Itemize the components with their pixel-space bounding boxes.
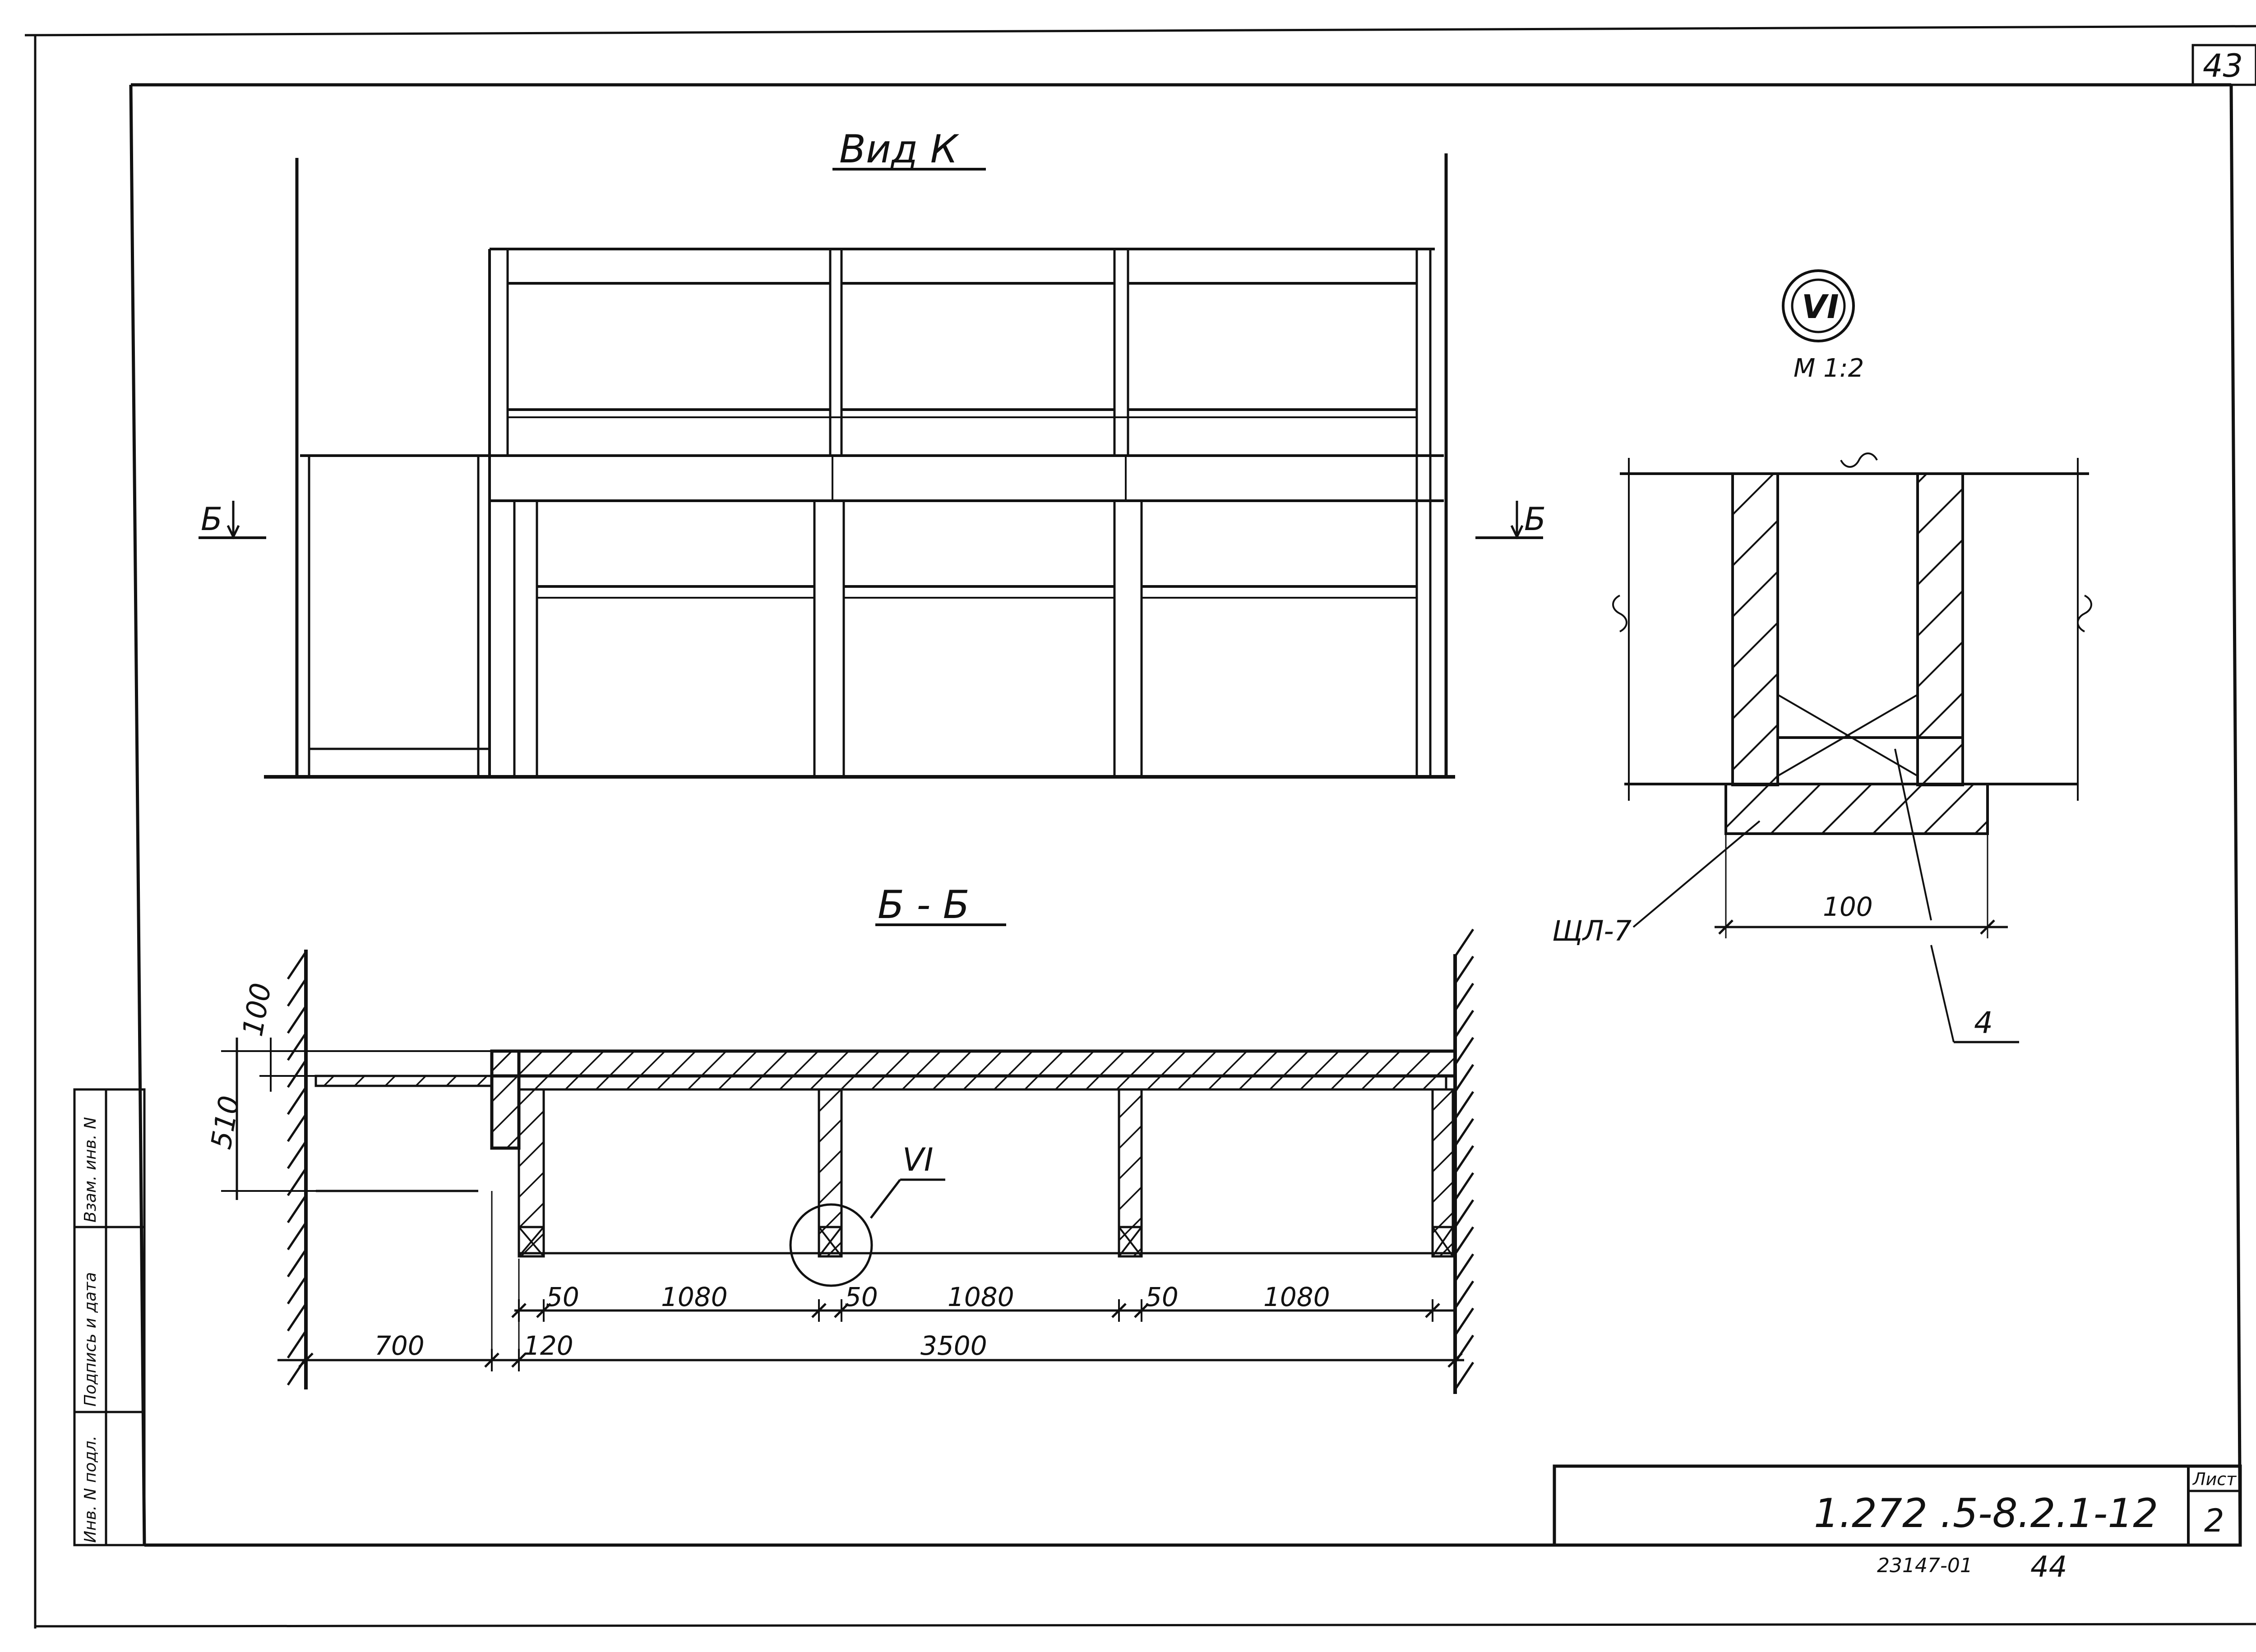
wall-hatch-left bbox=[287, 951, 307, 1386]
dim-row2-0: 700 bbox=[374, 1330, 425, 1361]
archive-number: 23147-01 bbox=[1877, 1554, 1973, 1577]
dim-row1-0: 50 bbox=[546, 1282, 579, 1312]
dim-row2-1: 120 bbox=[523, 1330, 573, 1361]
side-stamp bbox=[73, 1088, 146, 1546]
side-label-replace: Взам. инв. N bbox=[81, 1117, 100, 1223]
callout-label: VI bbox=[902, 1141, 934, 1178]
view-k bbox=[199, 153, 1543, 779]
detail-marker-inner bbox=[1791, 278, 1846, 333]
side-label-sign: Подпись и дата bbox=[81, 1272, 100, 1407]
stamp-sheet-label: Лист bbox=[2192, 1469, 2237, 1489]
side-label-inv: Инв. N подл. bbox=[81, 1435, 100, 1543]
corner-number: 43 bbox=[2203, 47, 2243, 84]
title-stamp bbox=[1553, 1464, 2242, 1547]
dim-vertical-100: 100 bbox=[236, 980, 277, 1038]
cut-mark-right: Б bbox=[1524, 501, 1546, 538]
cut-mark-left: Б bbox=[201, 501, 222, 538]
callout-circle bbox=[789, 1203, 873, 1287]
detail-marker-label: VI bbox=[1802, 288, 1839, 326]
dim-row1-5: 1080 bbox=[1263, 1282, 1330, 1312]
label-position: 4 bbox=[1974, 1006, 1993, 1040]
section-bb-title: Б - Б bbox=[878, 882, 970, 928]
dim-row1-1: 1080 bbox=[661, 1282, 728, 1312]
dim-row1-2: 50 bbox=[845, 1282, 878, 1312]
archive-page: 44 bbox=[2030, 1550, 2067, 1584]
stamp-sheet-number: 2 bbox=[2204, 1502, 2224, 1539]
dim-row2-2: 3500 bbox=[920, 1330, 987, 1361]
detail-marker-outer bbox=[1782, 269, 1855, 342]
wall-hatch-right bbox=[1454, 928, 1475, 1390]
dim-row1-3: 1080 bbox=[948, 1282, 1014, 1312]
label-shield: ЩЛ-7 bbox=[1552, 914, 1632, 947]
section-bb bbox=[221, 923, 1475, 1394]
sheet-frame bbox=[24, 25, 2256, 1629]
stamp-code: 1.272 .5-8.2.1-12 bbox=[1814, 1490, 2158, 1537]
detail-vi bbox=[1612, 269, 2092, 1043]
dim-row1-4: 50 bbox=[1145, 1282, 1179, 1312]
detail-scale: М 1:2 bbox=[1794, 354, 1864, 383]
dim-vertical-510: 510 bbox=[204, 1093, 246, 1151]
detail-dim-100: 100 bbox=[1823, 891, 1873, 922]
view-k-title: Вид К bbox=[839, 127, 960, 172]
